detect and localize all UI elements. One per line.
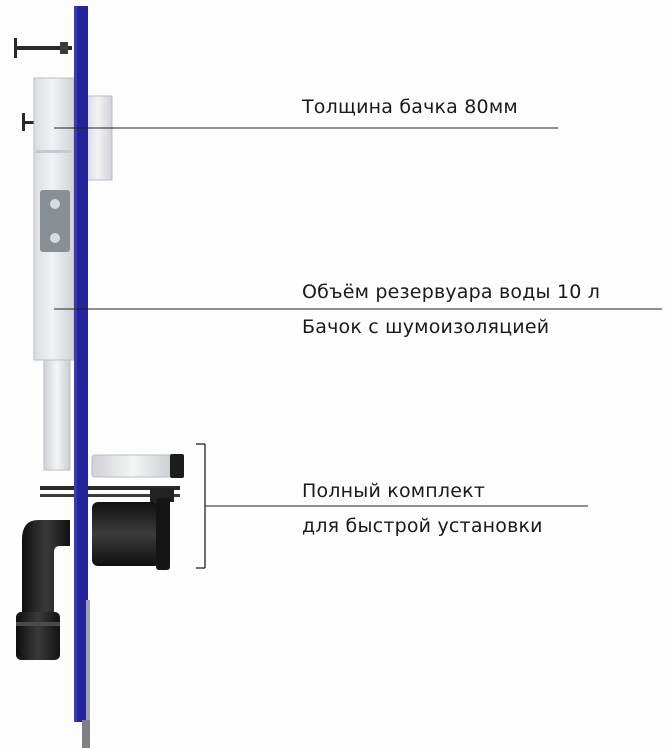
- wall-anchor-bolt-icon: [14, 38, 72, 58]
- flush-pipe: [43, 359, 184, 478]
- tank-thickness-label: Толщина бачка 80мм: [302, 96, 518, 118]
- tank-volume-label: Объём резервуара воды 10 л: [302, 281, 601, 303]
- kit-label-line1: Полный комплект: [302, 480, 486, 502]
- kit-bracket-marker: [196, 443, 206, 569]
- install-frame: [74, 6, 90, 748]
- sound-insulation-label: Бачок с шумоизоляцией: [302, 316, 550, 338]
- kit-label-line2: для быстрой установки: [302, 515, 543, 537]
- drain-elbow: [16, 498, 170, 660]
- cistern-tank: [33, 77, 113, 361]
